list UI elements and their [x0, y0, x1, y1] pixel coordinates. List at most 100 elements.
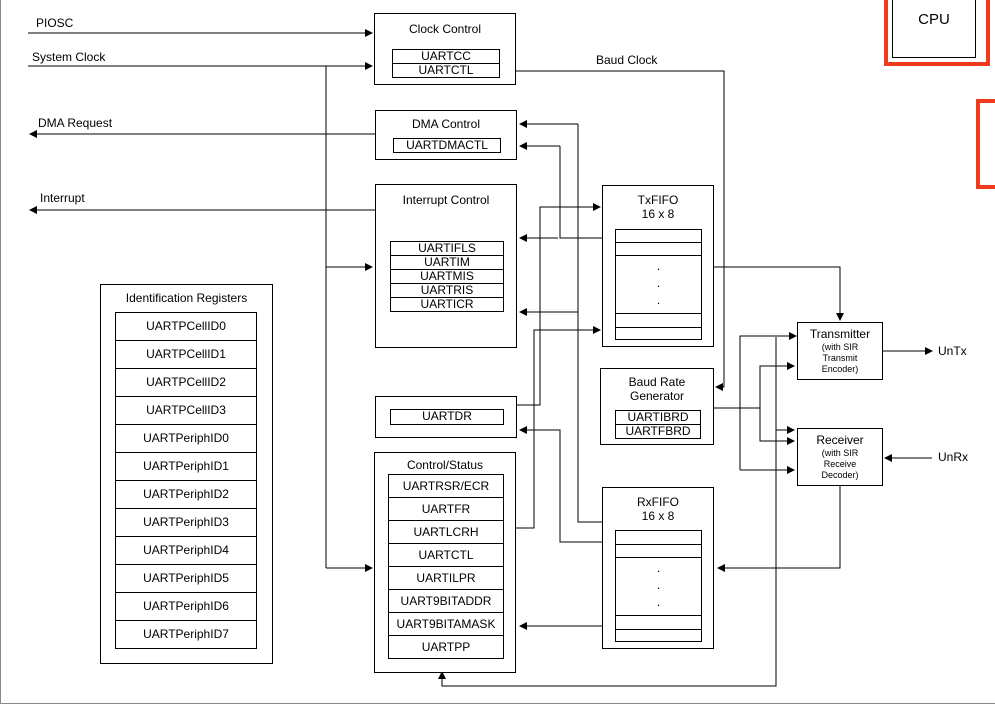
rxfifo-dot: .: [656, 578, 661, 592]
interrupt-label: Interrupt: [40, 191, 85, 205]
reg-uart9bitamask: UART9BITAMASK: [388, 612, 504, 636]
reg-uartibrd: UARTIBRD: [615, 410, 701, 425]
rxfifo-row: [616, 615, 701, 616]
reg-uartdmactl: UARTDMACTL: [393, 138, 501, 153]
dma-control-block: DMA Control UARTDMACTL: [375, 110, 517, 160]
baud-rate-title-line1: Baud Rate: [628, 375, 686, 389]
rxfifo-row: [616, 629, 701, 630]
reg-uartperiphid2: UARTPeriphID2: [115, 480, 257, 509]
reg-uartperiphid3: UARTPeriphID3: [115, 508, 257, 537]
txfifo-row: [616, 242, 701, 243]
transmitter-sub3: Encoder): [821, 364, 859, 374]
red-side-block: [976, 99, 995, 189]
transmitter-title: Transmitter: [809, 327, 871, 341]
reg-uartperiphid6: UARTPeriphID6: [115, 592, 257, 621]
reg-uartris: UARTRIS: [390, 283, 504, 298]
receiver-to-rxfifo: [717, 485, 841, 572]
rxfifo-row: [616, 544, 701, 545]
baud-rate-title-line2: Generator: [629, 389, 685, 403]
receiver-sub2: Receive: [823, 459, 857, 469]
baud-to-transmitter: [714, 362, 795, 409]
untx-label: UnTx: [938, 344, 967, 358]
reg-uartilpr: UARTILPR: [388, 566, 504, 590]
txfifo-dot: .: [656, 276, 661, 290]
reg-uartfr: UARTFR: [388, 497, 504, 521]
dma-request-label: DMA Request: [38, 116, 113, 130]
txfifo-row: [616, 255, 701, 256]
reg-uartpcellid3: UARTPCellID3: [115, 396, 257, 425]
txfifo-dot: .: [656, 293, 661, 307]
baud-rate-generator-block: Baud Rate Generator UARTIBRD UARTFBRD: [600, 368, 714, 445]
txfifo-dot: .: [656, 259, 661, 273]
baud-to-receiver: [759, 408, 795, 445]
reg-uartpcellid2: UARTPCellID2: [115, 368, 257, 397]
reg-uartperiphid7: UARTPeriphID7: [115, 620, 257, 649]
reg-uartdr: UARTDR: [390, 409, 504, 425]
rxfifo-dot: .: [656, 595, 661, 609]
reg-uartmis: UARTMIS: [390, 269, 504, 284]
rxfifo-dma-branch: [577, 124, 602, 523]
rxfifo-size: 16 x 8: [641, 509, 675, 523]
reg-uartperiphid4: UARTPeriphID4: [115, 536, 257, 565]
txfifo-row: [616, 327, 701, 328]
receiver-sub1: (with SIR: [821, 448, 859, 458]
interrupt-control-block: Interrupt Control UARTIFLS UARTIM UARTMI…: [375, 184, 517, 348]
reg-uartcc: UARTCC: [392, 49, 500, 64]
txfifo-block: TxFIFO 16 x 8 . . .: [602, 185, 714, 347]
reg-uartperiphid0: UARTPeriphID0: [115, 424, 257, 453]
reg-uartrsr-ecr: UARTRSR/ECR: [388, 474, 504, 498]
reg-uartpp: UARTPP: [388, 635, 504, 659]
cs-to-txfifo: [516, 326, 601, 529]
reg-uartpcellid0: UARTPCellID0: [115, 312, 257, 341]
reg-uartfbrd: UARTFBRD: [615, 424, 701, 439]
receiver-title: Receiver: [816, 433, 864, 447]
rxfifo-dot: .: [656, 561, 661, 575]
reg-uartlcrh: UARTLCRH: [388, 520, 504, 544]
reg-uartperiphid5: UARTPeriphID5: [115, 564, 257, 593]
txfifo-dma-branch: [559, 146, 602, 239]
identification-title: Identification Registers: [125, 291, 248, 305]
system-clock-label: System Clock: [32, 50, 106, 64]
txfifo-row: [616, 313, 701, 314]
baud-clock-label: Baud Clock: [596, 53, 658, 67]
data-register-block: UARTDR: [375, 396, 517, 438]
reg-uartifls: UARTIFLS: [390, 241, 504, 256]
txfifo-cells: . . .: [615, 229, 702, 340]
reg-uartctl: UARTCTL: [388, 543, 504, 567]
rxfifo-block: RxFIFO 16 x 8 . . .: [602, 487, 714, 649]
receiver-block: Receiver (with SIR Receive Decoder): [797, 428, 883, 486]
unrx-label: UnRx: [938, 450, 969, 464]
rxfifo-cells: . . .: [615, 530, 702, 642]
clock-control-block: Clock Control UARTCC UARTCTL: [374, 13, 516, 85]
rxfifo-title: RxFIFO: [637, 495, 679, 509]
rxfifo-row: [616, 557, 701, 558]
dr-to-txfifo: [516, 203, 601, 406]
receiver-sub3: Decoder): [821, 470, 859, 480]
identification-registers-block: Identification Registers UARTPCellID0 UA…: [100, 284, 273, 664]
ctl-to-transmitter: [739, 332, 797, 470]
status-feedback: [438, 337, 777, 687]
reg-uartim: UARTIM: [390, 255, 504, 270]
transmitter-block: Transmitter (with SIR Transmit Encoder): [797, 322, 883, 380]
cpu-block: CPU: [892, 0, 976, 58]
control-status-title: Control/Status: [406, 458, 484, 472]
reg-uarticr: UARTICR: [390, 297, 504, 312]
txfifo-size: 16 x 8: [641, 207, 675, 221]
reg-uart9bitaddr: UART9BITADDR: [388, 589, 504, 613]
reg-uartperiphid1: UARTPeriphID1: [115, 452, 257, 481]
interrupt-control-title: Interrupt Control: [402, 193, 490, 207]
reg-uartpcellid1: UARTPCellID1: [115, 340, 257, 369]
baud-clock-wire: [516, 70, 725, 391]
piosc-label: PIOSC: [36, 16, 74, 30]
dma-control-title: DMA Control: [411, 117, 481, 131]
rxfifo-to-dr: [519, 426, 602, 543]
reg-uartctl-clock: UARTCTL: [392, 63, 500, 78]
txfifo-title: TxFIFO: [637, 193, 679, 207]
clock-control-title: Clock Control: [408, 22, 482, 36]
transmitter-sub2: Transmit: [822, 353, 858, 363]
control-status-block: Control/Status UARTRSR/ECR UARTFR UARTLC…: [374, 452, 516, 673]
txfifo-to-transmitter: [714, 266, 844, 321]
transmitter-sub1: (with SIR: [821, 342, 859, 352]
